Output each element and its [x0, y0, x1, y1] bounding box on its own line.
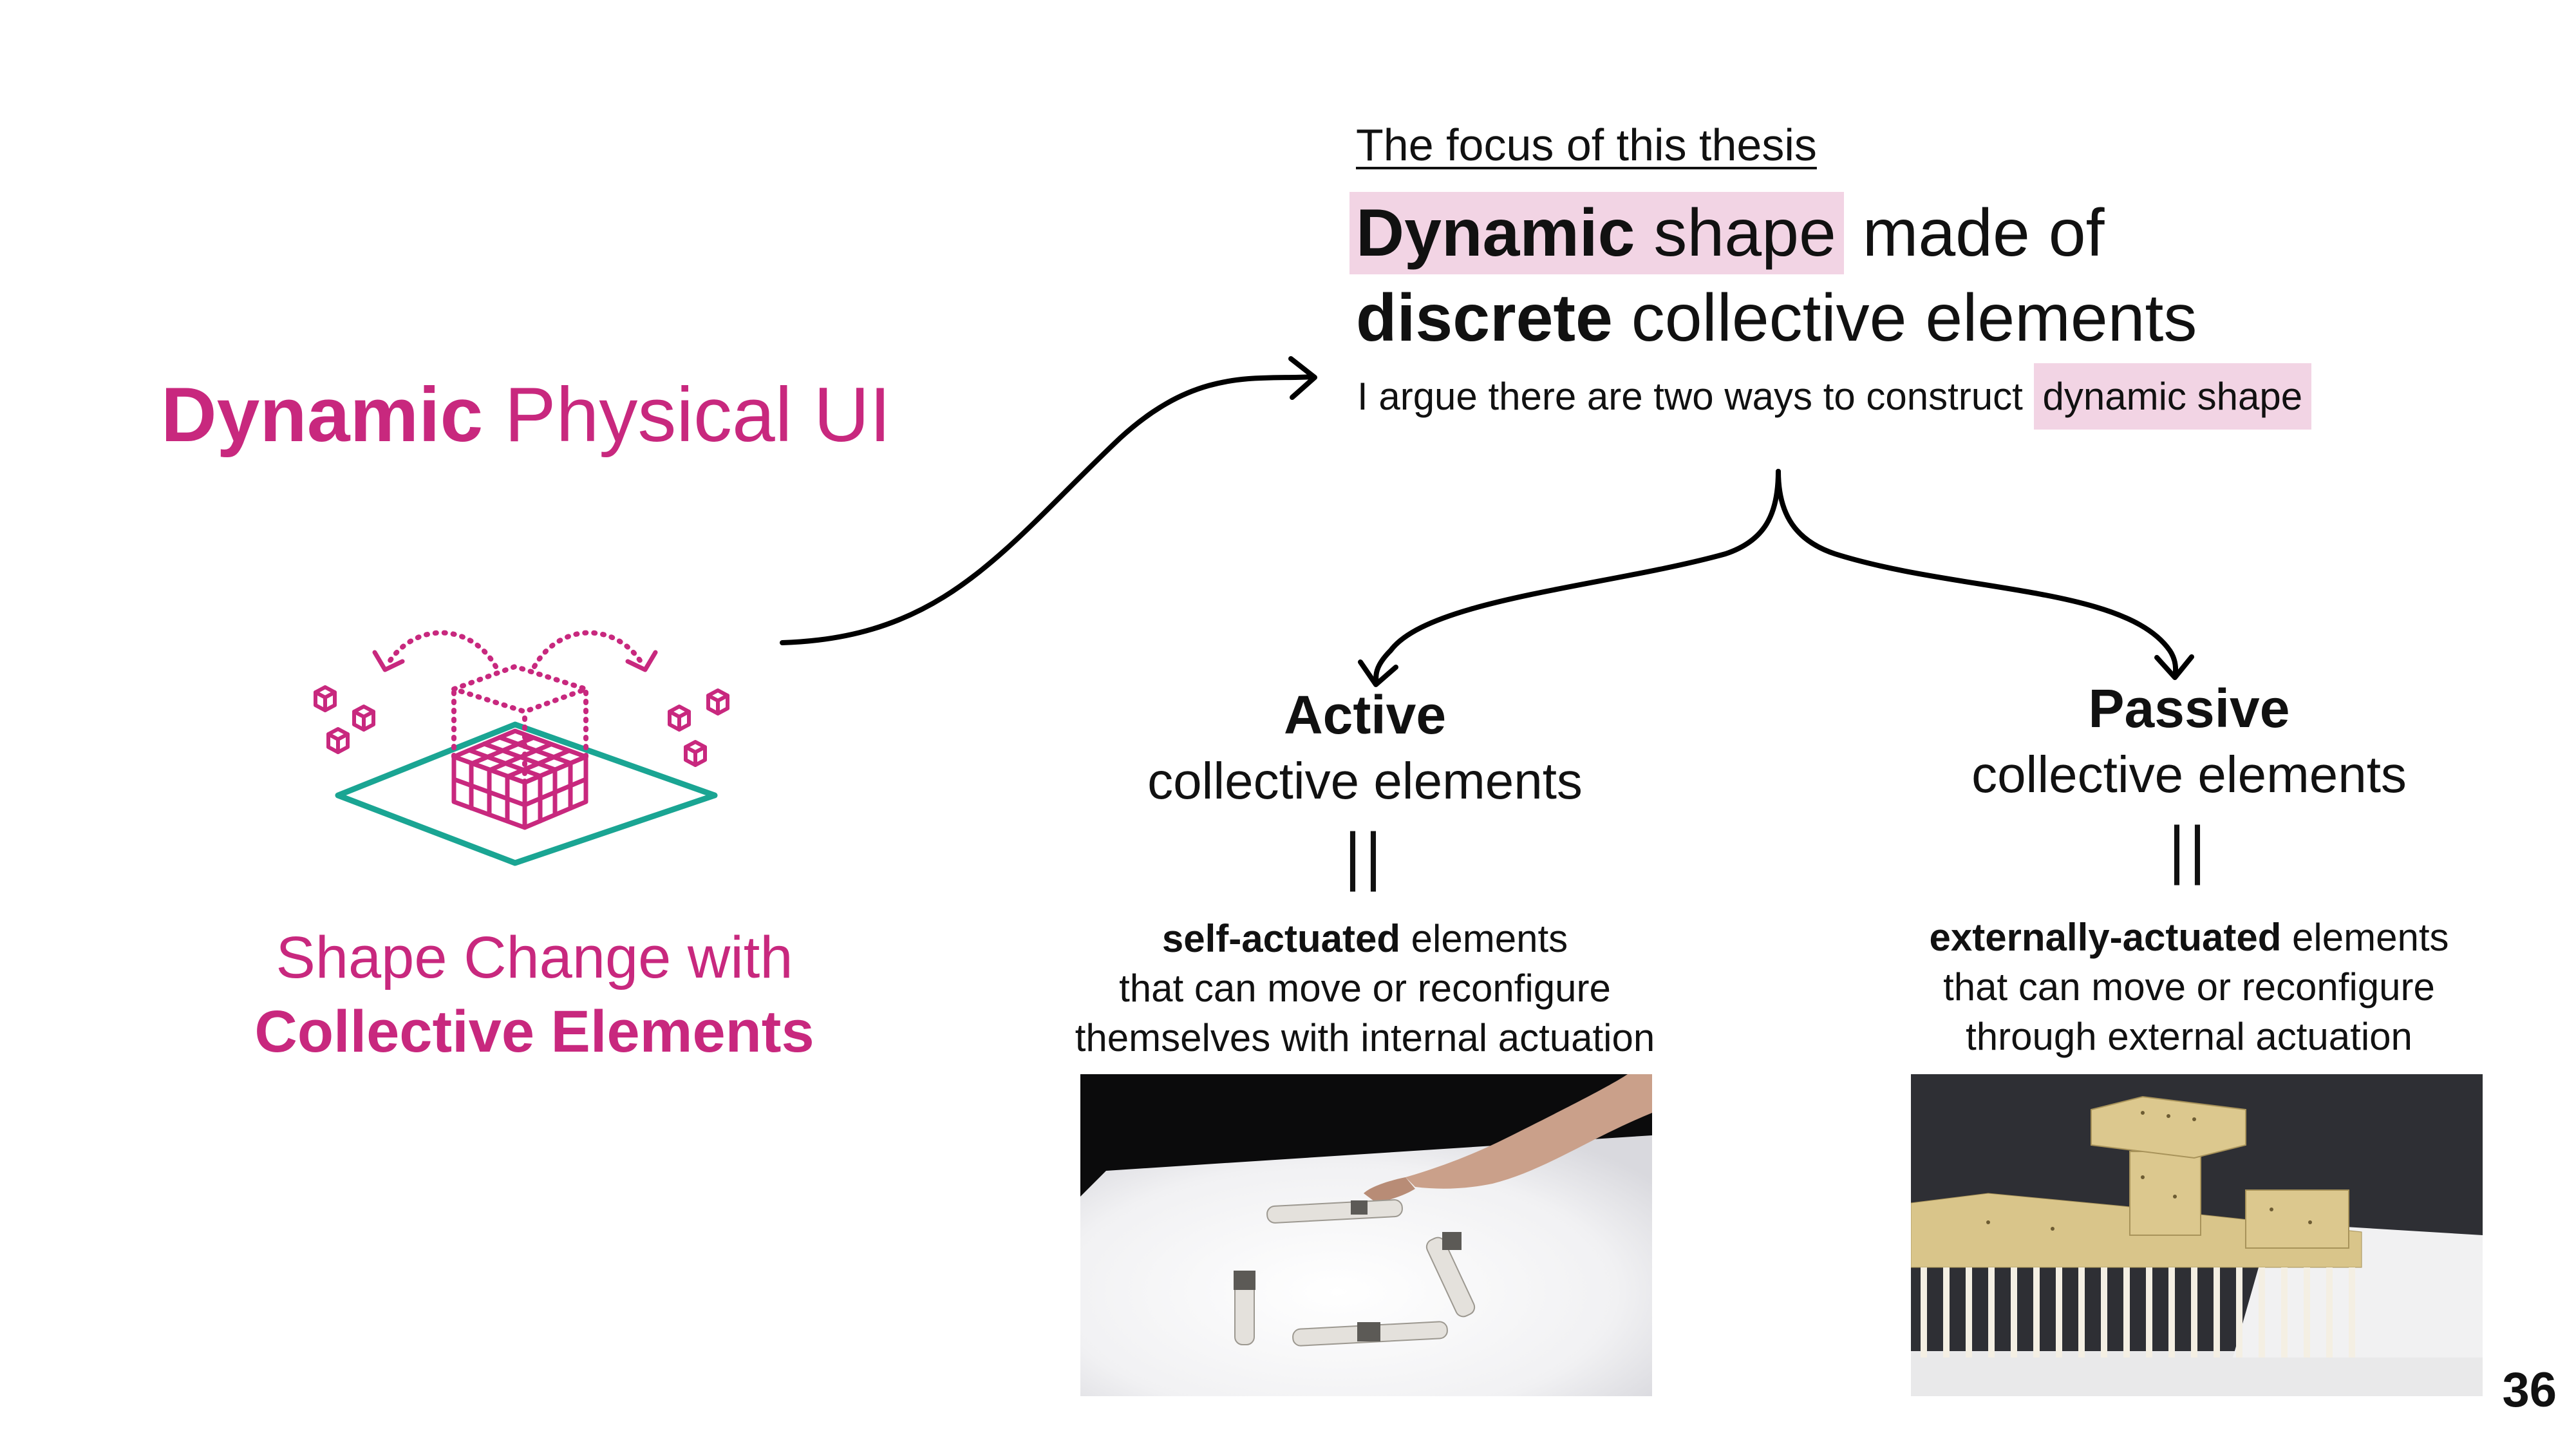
passive-desc-line1: externally-actuated elements — [1835, 913, 2543, 963]
focus-bold-discrete: discrete — [1356, 281, 1613, 355]
active-heading: Active — [1283, 685, 1447, 745]
passive-heading: Passive — [2088, 678, 2290, 739]
passive-equals: || — [2168, 813, 2210, 886]
left-title-bold: Dynamic — [161, 372, 484, 458]
active-desc-bold: self-actuated — [1161, 917, 1400, 960]
focus-sub-text: I argue there are two ways to construct — [1357, 375, 2034, 418]
focus-headline-line1: Dynamic shape made of — [1349, 192, 2105, 274]
focus-label: The focus of this thesis — [1356, 120, 1817, 170]
passive-column-heading: Passive collective elements || — [1835, 676, 2543, 882]
active-elements-photo — [1080, 1074, 1652, 1396]
left-caption-line2: Collective Elements — [254, 999, 814, 1065]
page-number: 36 — [2502, 1363, 2557, 1417]
active-description: self-actuated elements that can move or … — [1011, 914, 1719, 1063]
focus-hl-shape: shape — [1635, 196, 1836, 270]
passive-desc-line1-rest: elements — [2281, 916, 2449, 959]
passive-elements-photo — [1911, 1074, 2483, 1396]
collective-elements-shape-icon — [314, 630, 729, 866]
active-equals: || — [1344, 819, 1386, 892]
passive-desc-line2: that can move or reconfigure — [1943, 965, 2435, 1009]
passive-description: externally-actuated elements that can mo… — [1835, 913, 2543, 1061]
active-desc-line1-rest: elements — [1400, 917, 1568, 960]
left-caption-line1: Shape Change with — [276, 925, 793, 990]
focus-headline-highlight: Dynamic shape — [1349, 192, 1844, 274]
focus-bold-dynamic: Dynamic — [1356, 196, 1635, 270]
focus-line1-rest: made of — [1843, 196, 2105, 270]
passive-subheading: collective elements — [1971, 745, 2407, 803]
active-desc-line3: themselves with internal actuation — [1075, 1016, 1655, 1059]
active-desc-line1: self-actuated elements — [1011, 914, 1719, 964]
focus-sub-highlight: dynamic shape — [2033, 363, 2312, 430]
active-column-heading: Active collective elements || — [1011, 683, 1719, 888]
passive-desc-line3: through external actuation — [1966, 1014, 2412, 1058]
left-title: Dynamic Physical UI — [161, 370, 891, 459]
active-desc-line2: that can move or reconfigure — [1119, 966, 1611, 1010]
focus-headline-line2: discrete collective elements — [1356, 278, 2197, 359]
focus-line2-rest: collective elements — [1612, 281, 2197, 355]
left-title-rest: Physical UI — [483, 372, 891, 458]
active-subheading: collective elements — [1147, 752, 1583, 810]
passive-desc-bold: externally-actuated — [1929, 916, 2282, 959]
left-caption: Shape Change with Collective Elements — [193, 921, 876, 1069]
focus-subtext: I argue there are two ways to construct … — [1357, 363, 2312, 430]
